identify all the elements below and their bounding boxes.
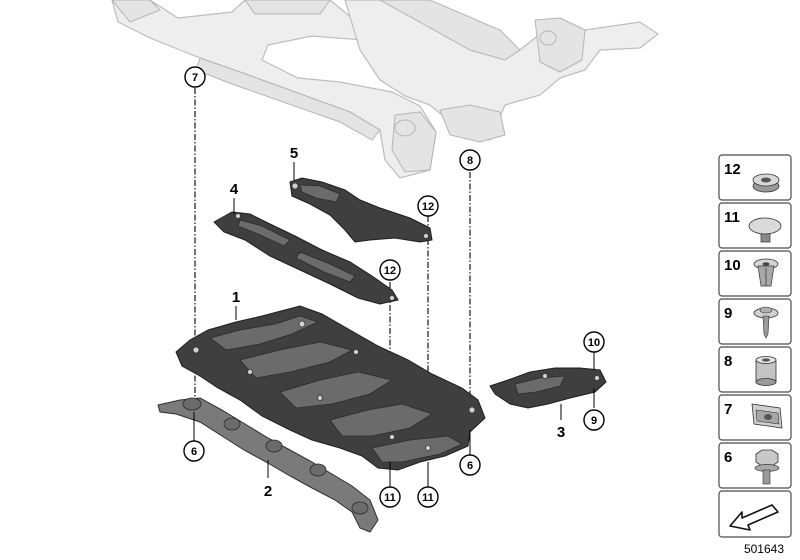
clip-nut-icon: [751, 403, 783, 429]
callout-7: 7: [184, 66, 206, 88]
legend-item-7: 7: [718, 394, 792, 441]
part-4-shield: [213, 211, 399, 305]
forward-arrow-icon: [729, 504, 779, 531]
svg-text:12: 12: [422, 201, 434, 213]
fastener-legend: 12 11 10: [718, 154, 792, 538]
part-label-2: 2: [264, 483, 272, 500]
spacer-nut-icon: [752, 173, 780, 193]
part-3-shield: [489, 367, 607, 409]
part-label-5: 5: [290, 145, 298, 162]
part-2-rail: [157, 397, 379, 533]
svg-text:8: 8: [467, 155, 473, 167]
svg-text:9: 9: [724, 305, 732, 322]
collar-screw-icon: [753, 306, 779, 339]
part-1-underbody-shield: [175, 305, 486, 471]
callout-9: 9: [583, 409, 605, 431]
svg-text:11: 11: [384, 492, 396, 504]
svg-text:6: 6: [467, 460, 473, 472]
spreading-rivet-icon: [753, 258, 779, 287]
svg-text:8: 8: [724, 353, 732, 370]
callout-8: 8: [459, 149, 481, 171]
diagram-id: 501643: [744, 542, 784, 556]
part-label-3: 3: [557, 424, 565, 441]
svg-text:10: 10: [588, 337, 600, 349]
svg-text:7: 7: [724, 401, 732, 418]
callout-6-left: 6: [183, 440, 205, 462]
expanding-rivet-icon: [748, 217, 782, 243]
svg-text:6: 6: [191, 446, 197, 458]
svg-text:11: 11: [422, 492, 434, 504]
legend-item-10: 10: [718, 250, 792, 297]
legend-item-9: 9: [718, 298, 792, 345]
svg-text:11: 11: [724, 209, 740, 226]
hex-bolt-icon: [754, 449, 780, 485]
svg-text:6: 6: [724, 449, 732, 466]
callout-11-right: 11: [417, 486, 439, 508]
callout-12-lower: 12: [379, 259, 401, 281]
legend-item-11: 11: [718, 202, 792, 249]
callout-11-left: 11: [379, 486, 401, 508]
legend-item-8: 8: [718, 346, 792, 393]
svg-text:12: 12: [384, 265, 396, 277]
front-subframe: [111, 0, 660, 179]
svg-text:9: 9: [591, 415, 597, 427]
part-5-shield: [289, 177, 433, 243]
svg-text:7: 7: [192, 72, 198, 84]
sleeve-icon: [755, 356, 777, 386]
callout-6-right: 6: [459, 454, 481, 476]
svg-text:10: 10: [724, 257, 741, 274]
part-label-4: 4: [230, 181, 239, 198]
svg-text:12: 12: [724, 161, 741, 178]
callout-10: 10: [583, 331, 605, 353]
legend-item-12: 12: [718, 154, 792, 201]
legend-direction: [718, 490, 792, 538]
legend-item-6: 6: [718, 442, 792, 489]
callout-12-upper: 12: [417, 195, 439, 217]
part-label-1: 1: [232, 289, 240, 306]
